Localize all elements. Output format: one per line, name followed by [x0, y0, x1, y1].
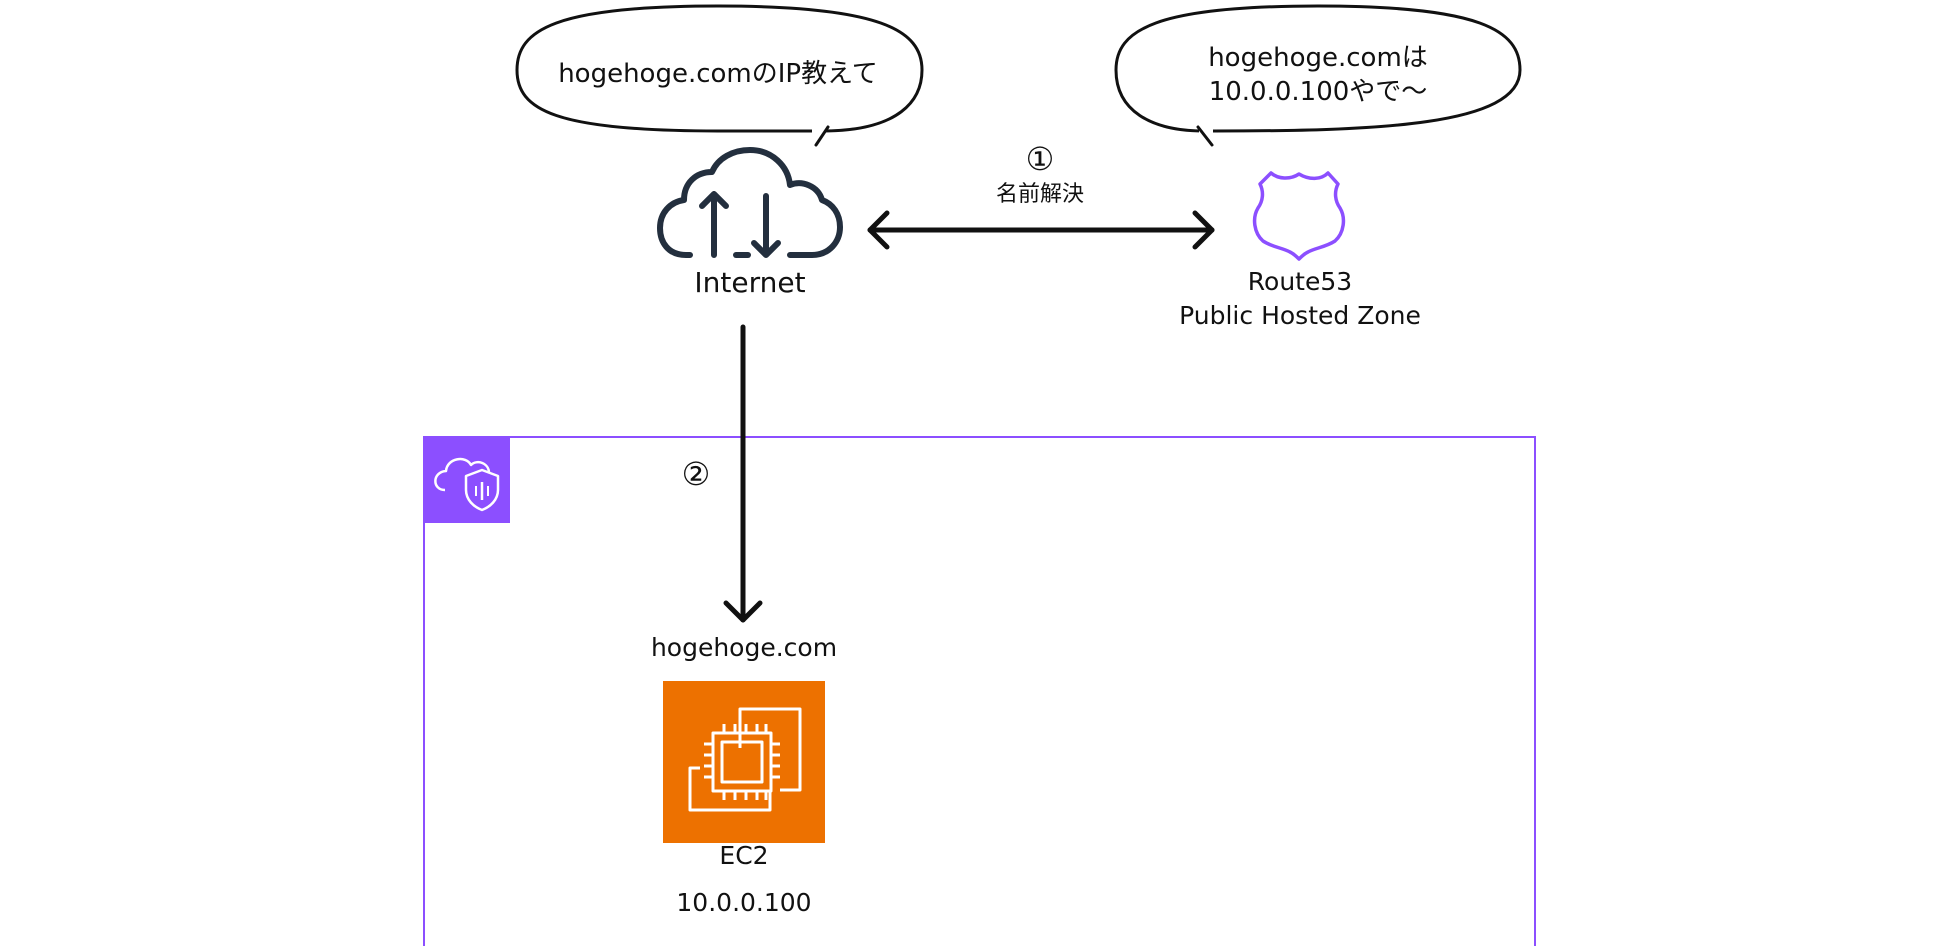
route53-shield-icon — [1252, 171, 1346, 261]
question-bubble-text: hogehoge.comのIP教えて — [558, 59, 878, 89]
step-one-marker: ① — [1025, 140, 1055, 178]
route53-label-line1: Route53 — [1247, 267, 1353, 296]
vpc-group[interactable] — [423, 436, 1536, 946]
speech-bubble-question — [515, 4, 924, 147]
step-two-marker: ② — [681, 455, 711, 493]
name-resolution-arrow — [867, 210, 1215, 250]
answer-bubble-line1: hogehoge.comは — [1208, 43, 1428, 73]
request-arrow — [723, 324, 763, 623]
ec2-domain-label: hogehoge.com — [650, 633, 838, 662]
internet-cloud-icon — [657, 147, 843, 258]
internet-label: Internet — [694, 266, 806, 299]
ec2-label: EC2 — [719, 841, 769, 870]
answer-bubble-line2: 10.0.0.100やで〜 — [1208, 77, 1428, 107]
route53-label-line2: Public Hosted Zone — [1179, 301, 1421, 330]
speech-bubble-answer — [1114, 4, 1522, 147]
step-one-label: 名前解決 — [995, 182, 1084, 207]
ec2-ip-label: 10.0.0.100 — [676, 888, 812, 917]
vpc-cloud-shield-icon — [424, 437, 510, 523]
ec2-chip-icon — [663, 681, 825, 843]
